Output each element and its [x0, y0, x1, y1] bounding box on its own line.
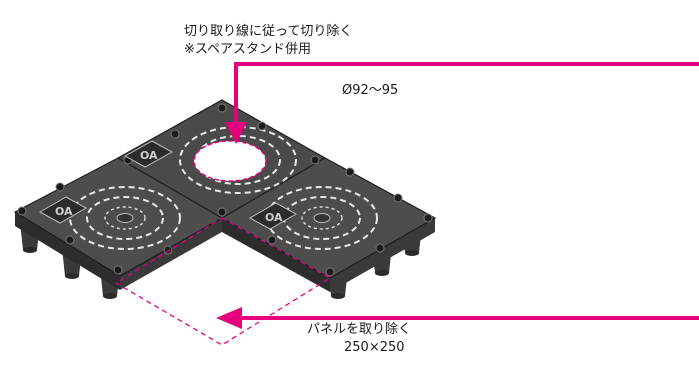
- oa-logo-text: OA: [55, 205, 73, 218]
- oa-logo-text: OA: [265, 211, 283, 224]
- oa-badge-back: OA: [123, 140, 174, 168]
- remove-callout-arrow: [216, 307, 699, 329]
- diameter-label: Ø92～95: [342, 83, 399, 98]
- remove-panel-label: パネルを取り除く: [307, 322, 412, 337]
- panel-center-rings: [104, 206, 343, 230]
- removed-panel-outline: [114, 217, 332, 346]
- cut-callout-arrow: [225, 62, 699, 144]
- panel-center-hubs: [116, 213, 331, 223]
- oa-badge-right: OA: [248, 202, 298, 230]
- oa-badge-left: OA: [38, 196, 88, 224]
- panel-size-label: 250×250: [344, 340, 405, 355]
- panel-side-faces: [15, 212, 435, 292]
- cut-circle: [193, 140, 267, 182]
- oa-logo-text: OA: [140, 149, 158, 162]
- cut-instruction-label: 切り取り線に従って切り除く: [184, 24, 353, 39]
- spare-stand-note: ※スペアスタンド併用: [184, 42, 311, 57]
